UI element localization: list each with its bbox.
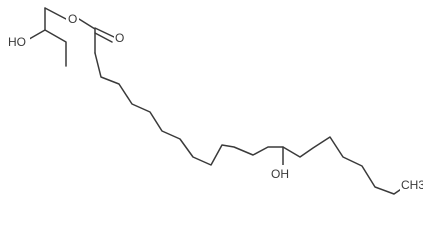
bond-ch2-oester	[44, 7, 67, 20]
hydroxyl-left-label: HO	[8, 35, 26, 49]
bond-carbonyl-double-b	[94, 32, 113, 43]
bond-c2-c1-c3	[44, 29, 67, 67]
bond-oester-carbonyl	[78, 18, 96, 54]
terminal-methyl-label: CH3	[401, 178, 423, 192]
chemical-structure: HO O O OH CH3	[6, 7, 423, 195]
bond-fatty-chain	[94, 52, 411, 195]
ester-oxygen-label: O	[68, 12, 77, 26]
atom-labels: HO O O OH CH3	[6, 11, 423, 193]
skeleton-bonds	[23, 7, 411, 195]
bond-carbonyl-double-a	[94, 27, 115, 38]
hydroxyl-chain-label: OH	[271, 167, 289, 181]
carbonyl-oxygen-label: O	[115, 31, 124, 45]
